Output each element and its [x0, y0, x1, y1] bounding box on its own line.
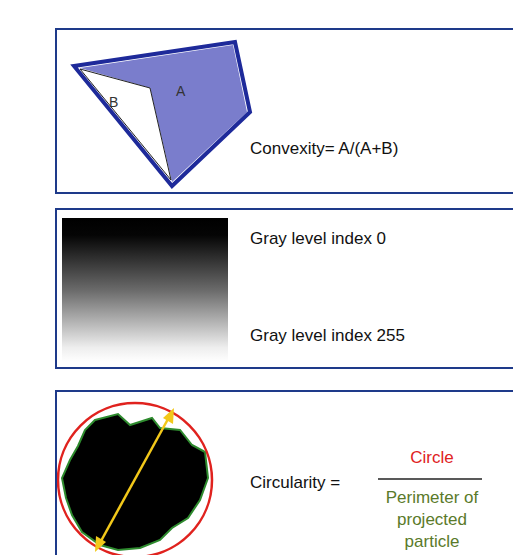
diameter-line	[101, 419, 168, 541]
panel-text: Circle	[372, 447, 492, 469]
panel-text: Convexity= A/(A+B)	[250, 138, 398, 160]
panel-text: Circularity =	[250, 472, 340, 494]
fraction-bar	[378, 478, 482, 480]
circularity-panel: Circularity = CirclePerimeter of projecte…	[55, 390, 513, 555]
gray-level-panel: Gray level index 0 Gray level index 255	[55, 208, 513, 369]
convexity-panel: Convexity= A/(A+B)	[55, 28, 513, 194]
gray-gradient	[62, 218, 228, 362]
panel-text: Gray level index 0	[250, 228, 386, 250]
convex-region	[80, 45, 247, 182]
region-label: B	[109, 94, 118, 110]
convex-hull	[74, 42, 250, 186]
panel-text: Gray level index 255	[250, 325, 405, 347]
arrow-head	[95, 536, 106, 552]
arrow-head	[163, 408, 174, 424]
particle	[62, 414, 208, 550]
equivalent-circle	[58, 403, 212, 555]
concave-gap	[80, 69, 171, 180]
region-label: A	[176, 83, 185, 99]
panel-text: Perimeter of projected particle	[374, 487, 490, 553]
